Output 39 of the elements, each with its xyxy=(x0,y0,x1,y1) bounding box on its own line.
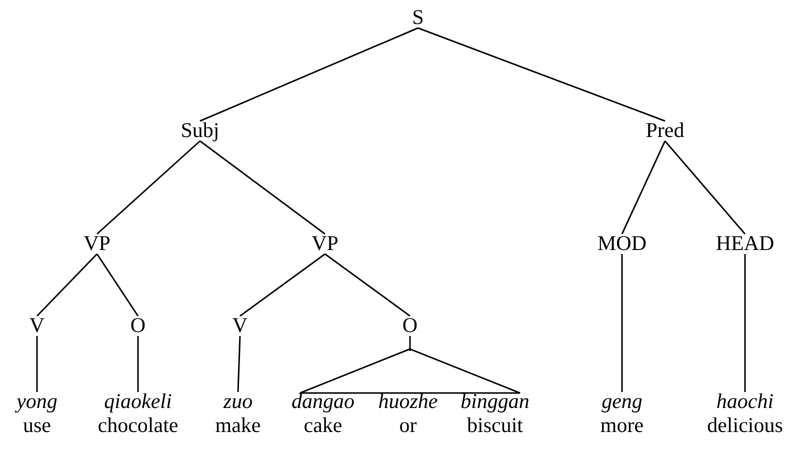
tree-branch xyxy=(664,140,746,234)
category-label: MOD xyxy=(598,231,646,255)
tree-branch xyxy=(240,253,326,317)
tree-branch xyxy=(409,336,411,351)
tree-branch xyxy=(96,254,139,316)
leaf-word: geng more xyxy=(600,389,644,437)
leaf-word: zuo make xyxy=(215,389,261,437)
tree-branch xyxy=(237,336,241,392)
category-label: S xyxy=(412,5,424,29)
leaf-word: yong use xyxy=(16,389,58,437)
leaf-word: binggan xyxy=(460,389,530,413)
category-label: O xyxy=(402,313,418,337)
category-label: V xyxy=(232,313,248,337)
tree-branch xyxy=(418,27,666,122)
tree-branch xyxy=(744,254,746,392)
category-label: O xyxy=(130,313,146,337)
leaf-word: cake xyxy=(304,413,342,437)
category-label: VP xyxy=(84,231,110,255)
tree-branch xyxy=(36,336,38,392)
leaf-word: dangao xyxy=(292,389,354,413)
leaf-word: biscuit xyxy=(467,413,523,437)
category-label: VP xyxy=(312,231,338,255)
tree-branch xyxy=(200,27,418,122)
leaf-word: or xyxy=(399,413,417,437)
tree-branch xyxy=(200,140,326,235)
category-label: V xyxy=(29,313,45,337)
tree-branch xyxy=(621,140,666,234)
tree-branch xyxy=(621,254,623,392)
category-label: Subj xyxy=(180,118,220,142)
tree-branch xyxy=(96,140,200,235)
category-label: Pred xyxy=(646,118,684,142)
leaf-word: haochi delicious xyxy=(707,389,783,437)
tree-branch xyxy=(324,253,410,317)
triangle-shape xyxy=(299,348,521,394)
leaf-word: qiaokeli chocolate xyxy=(98,389,178,437)
tree-branch xyxy=(137,336,139,392)
tree-branch xyxy=(36,253,98,317)
category-label: HEAD xyxy=(716,231,774,255)
leaf-word: huozhe xyxy=(378,389,438,413)
